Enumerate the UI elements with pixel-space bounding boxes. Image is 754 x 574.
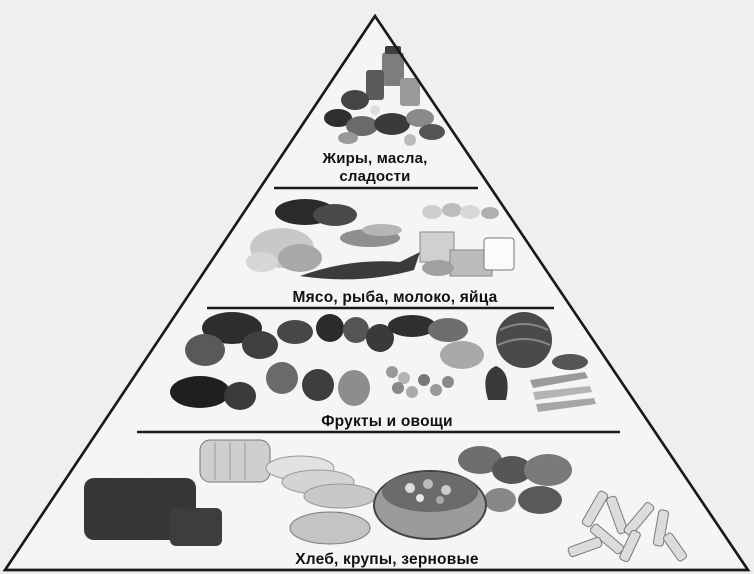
- tier-label-grains: Хлеб, крупы, зерновые: [295, 551, 478, 569]
- tier-label-fats-line-1: Жиры, масла,: [322, 150, 427, 168]
- tier-label-fats: Жиры, масла, сладости: [322, 150, 427, 186]
- tier-label-meat: Мясо, рыба, молоко, яйца: [293, 289, 498, 307]
- tier-label-fruits-vegetables: Фрукты и овощи: [321, 413, 453, 431]
- scan-top-edge: [0, 0, 754, 8]
- tier-label-fats-line-2: сладости: [322, 168, 427, 186]
